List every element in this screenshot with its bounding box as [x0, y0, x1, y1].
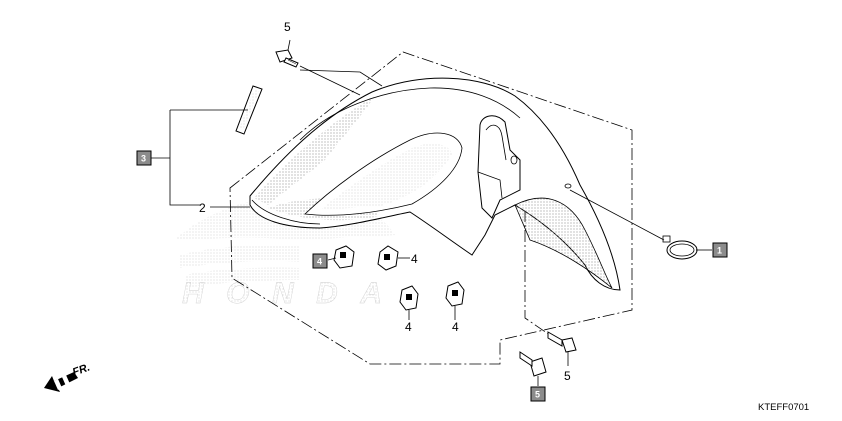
- drawing-code: KTEFF0701: [758, 402, 809, 413]
- clip-3: [399, 285, 419, 311]
- leader-lines: [150, 39, 712, 386]
- callout-4-right-top: 4: [411, 252, 418, 266]
- svg-text:5: 5: [535, 390, 540, 400]
- bolt-bottom-right: [547, 331, 577, 353]
- clip-1: [333, 245, 355, 269]
- assembly-boundary: [229, 51, 633, 365]
- direction-label: FR.: [71, 361, 92, 378]
- hose-band: [662, 235, 698, 260]
- callout-4-bottom-left: 4: [405, 320, 412, 334]
- callout-4-bottom-right: 4: [452, 320, 459, 334]
- badge-4: 4: [312, 253, 328, 269]
- badge-1: 1: [712, 242, 728, 258]
- badge-5: 5: [530, 386, 546, 402]
- callout-5-top: 5: [284, 20, 291, 34]
- front-direction-arrow: FR.: [44, 361, 92, 392]
- badge-3: 3: [136, 150, 152, 166]
- clip-4: [445, 281, 465, 307]
- svg-text:3: 3: [141, 154, 146, 164]
- bolt-top: [275, 49, 299, 68]
- callout-5-bottom-right: 5: [564, 369, 571, 383]
- svg-text:1: 1: [717, 246, 722, 256]
- svg-text:4: 4: [317, 257, 322, 267]
- clip-2: [377, 245, 399, 271]
- callout-2: 2: [199, 201, 206, 215]
- front-fender: [249, 77, 621, 291]
- bolt-bottom-left: [519, 351, 547, 377]
